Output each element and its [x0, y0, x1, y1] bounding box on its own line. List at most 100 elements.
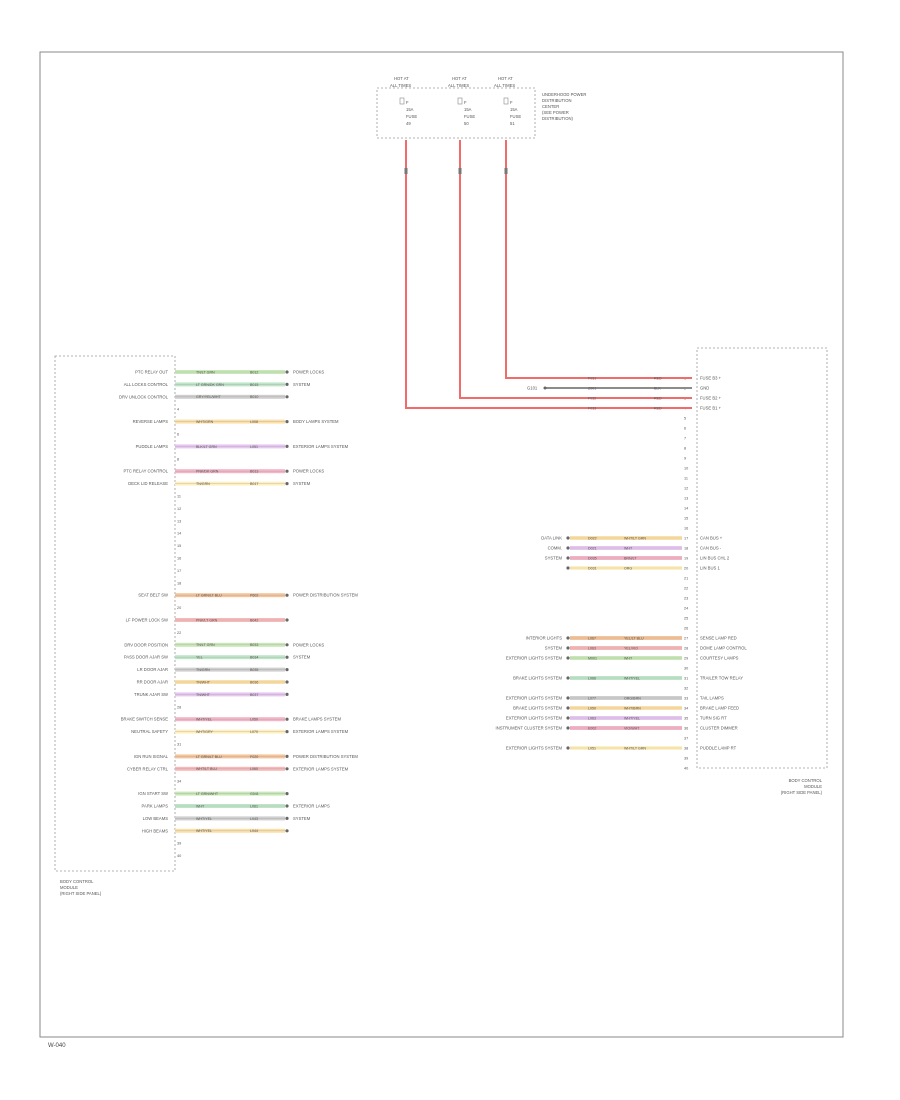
right-wire-circuit-id: L066	[588, 676, 596, 680]
right-input-label: COURTESY LAMPS	[700, 656, 739, 661]
left-connector-dot	[285, 680, 289, 684]
left-pin-number: 13	[177, 519, 181, 523]
ground-note: G101	[527, 386, 538, 391]
left-signal-label: PARK LAMPS	[142, 804, 169, 809]
fuse-label-line: 49	[406, 121, 411, 126]
right-pin-number: 27	[684, 637, 688, 641]
right-connector-dot	[566, 566, 570, 570]
right-pin-number: 12	[684, 487, 688, 491]
right-wire-circuit-id: D031	[588, 566, 597, 570]
right-wire-color-code: ORG	[624, 566, 632, 570]
right-module-pins: 1234567891011121314151617181920212223242…	[684, 377, 688, 771]
right-wire-color-code: WHT/BRN	[624, 706, 641, 710]
right-input-label: TAIL LAMPS	[700, 696, 724, 701]
fuse-label-line: 15A	[406, 107, 414, 112]
right-wire-circuit-id: D021	[588, 546, 597, 550]
left-wire-color-code: GRY/YEL/WHT	[196, 395, 221, 399]
right-wire-circuit-id: E002	[588, 726, 596, 730]
fuse-top-label: HOT AT	[452, 76, 467, 81]
left-connector-dot	[285, 643, 289, 647]
left-connector-dot	[285, 444, 289, 448]
fuse-icon	[503, 97, 509, 105]
fuse-label-line: FUSE	[406, 114, 417, 119]
right-input-source: EXTERIOR LIGHTS SYSTEM	[506, 696, 563, 701]
power-wire-circuit-id: F033	[588, 407, 596, 411]
left-pin-number: 40	[177, 854, 181, 858]
right-pin-number: 20	[684, 567, 688, 571]
left-signal-label: LOW BEAMS	[143, 816, 169, 821]
right-pin-number: 5	[684, 417, 686, 421]
fuse-label-line: 15A	[464, 107, 472, 112]
right-input-label: CAN BUS -	[700, 546, 722, 551]
left-pin-number: 28	[177, 705, 181, 709]
right-connector-dot	[566, 636, 570, 640]
right-pin-number: 11	[684, 477, 688, 481]
right-connector-dot	[566, 646, 570, 650]
left-wire-color-code: YEL	[196, 656, 203, 660]
right-body-control-module: 1234567891011121314151617181920212223242…	[404, 140, 828, 795]
left-connector-dot	[285, 754, 289, 759]
power-input-label: FUSE B1 +	[700, 406, 722, 411]
left-pin-number: 34	[177, 780, 181, 784]
right-connector-dot	[566, 536, 570, 540]
fuse-box-label-line: DISTRIBUTION	[542, 98, 572, 103]
power-wire-color-code: RED	[654, 397, 662, 401]
right-pin-number: 7	[684, 437, 686, 441]
left-signal-destination: SYSTEM	[293, 481, 311, 486]
left-signal-destination: POWER LOCKS	[293, 370, 324, 375]
left-connector-dot	[285, 717, 289, 721]
right-input-label: SENSE LAMP RED	[700, 636, 737, 641]
power-wire	[405, 140, 692, 409]
left-pin-number: 31	[177, 743, 181, 747]
left-wire-color-code: TN/WHT	[196, 680, 211, 684]
left-connector-dot	[285, 395, 289, 399]
diagram-frame	[39, 51, 844, 1038]
fuse-label-line: FUSE	[464, 114, 475, 119]
right-connector-dot	[566, 696, 570, 700]
left-connector-dot	[285, 816, 289, 821]
left-module-pins: 1234567891011121314151617181920212223242…	[177, 371, 181, 859]
left-signal-label: ALL LOCKS CONTROL	[124, 382, 169, 387]
left-signal-label: BRAKE SWITCH SENSE	[121, 717, 168, 722]
left-signal-destination: POWER LOCKS	[293, 642, 324, 647]
right-wire-color-code: VIO/WHT	[624, 726, 640, 730]
right-input-label: TRAILER TOW RELAY	[700, 676, 743, 681]
right-input-source: EXTERIOR LIGHTS SYSTEM	[506, 746, 563, 751]
right-module-label-line: MODULE	[804, 784, 822, 789]
left-connector-dot	[285, 792, 289, 796]
left-wire-circuit-id: B013	[250, 470, 258, 474]
right-input-label: DOME LAMP CONTROL	[700, 646, 747, 651]
right-connector-dot	[566, 746, 570, 750]
left-pin-number: 6	[177, 433, 179, 437]
fuse-box-label-line: UNDERHOOD POWER	[542, 92, 586, 97]
right-wire-circuit-id: M001	[588, 656, 597, 660]
power-wire	[459, 140, 692, 399]
left-signal-destination: SYSTEM	[293, 816, 311, 821]
left-signal-destination: BRAKE LAMPS SYSTEM	[293, 717, 341, 722]
fuse-top-sublabel: ALL TIMES	[448, 83, 469, 88]
left-pin-number: 18	[177, 581, 181, 585]
left-wire-circuit-id: B035	[250, 668, 258, 672]
right-connector-dot	[566, 556, 570, 560]
right-pin-number: 25	[684, 617, 688, 621]
right-wire-circuit-id: L063	[588, 716, 596, 720]
left-wire-circuit-id: L070	[250, 730, 258, 734]
left-wire-circuit-id: P602	[250, 594, 258, 598]
left-connector-dot	[285, 829, 289, 833]
fuse-top-label: HOT AT	[394, 76, 409, 81]
right-pin-number: 16	[684, 527, 688, 531]
right-input-source: BRAKE LIGHTS SYSTEM	[513, 706, 562, 711]
left-module-label-line: (RIGHT SIDE PANEL)	[60, 891, 102, 896]
left-connector-dot	[285, 482, 289, 486]
power-wire-connector	[458, 168, 462, 174]
left-signal-label: RR DOOR AJAR	[137, 680, 168, 685]
left-signal-label: DECK LID RELEASE	[128, 481, 168, 486]
left-wire-circuit-id: B037	[250, 693, 258, 697]
right-wire-color-code: ORG/BRN	[624, 696, 641, 700]
left-wire-color-code: LT GRN/DK GRN	[196, 383, 224, 387]
right-pin-number: 40	[684, 767, 688, 771]
left-signal-label: PUDDLE LAMPS	[136, 444, 169, 449]
right-pin-number: 9	[684, 457, 686, 461]
